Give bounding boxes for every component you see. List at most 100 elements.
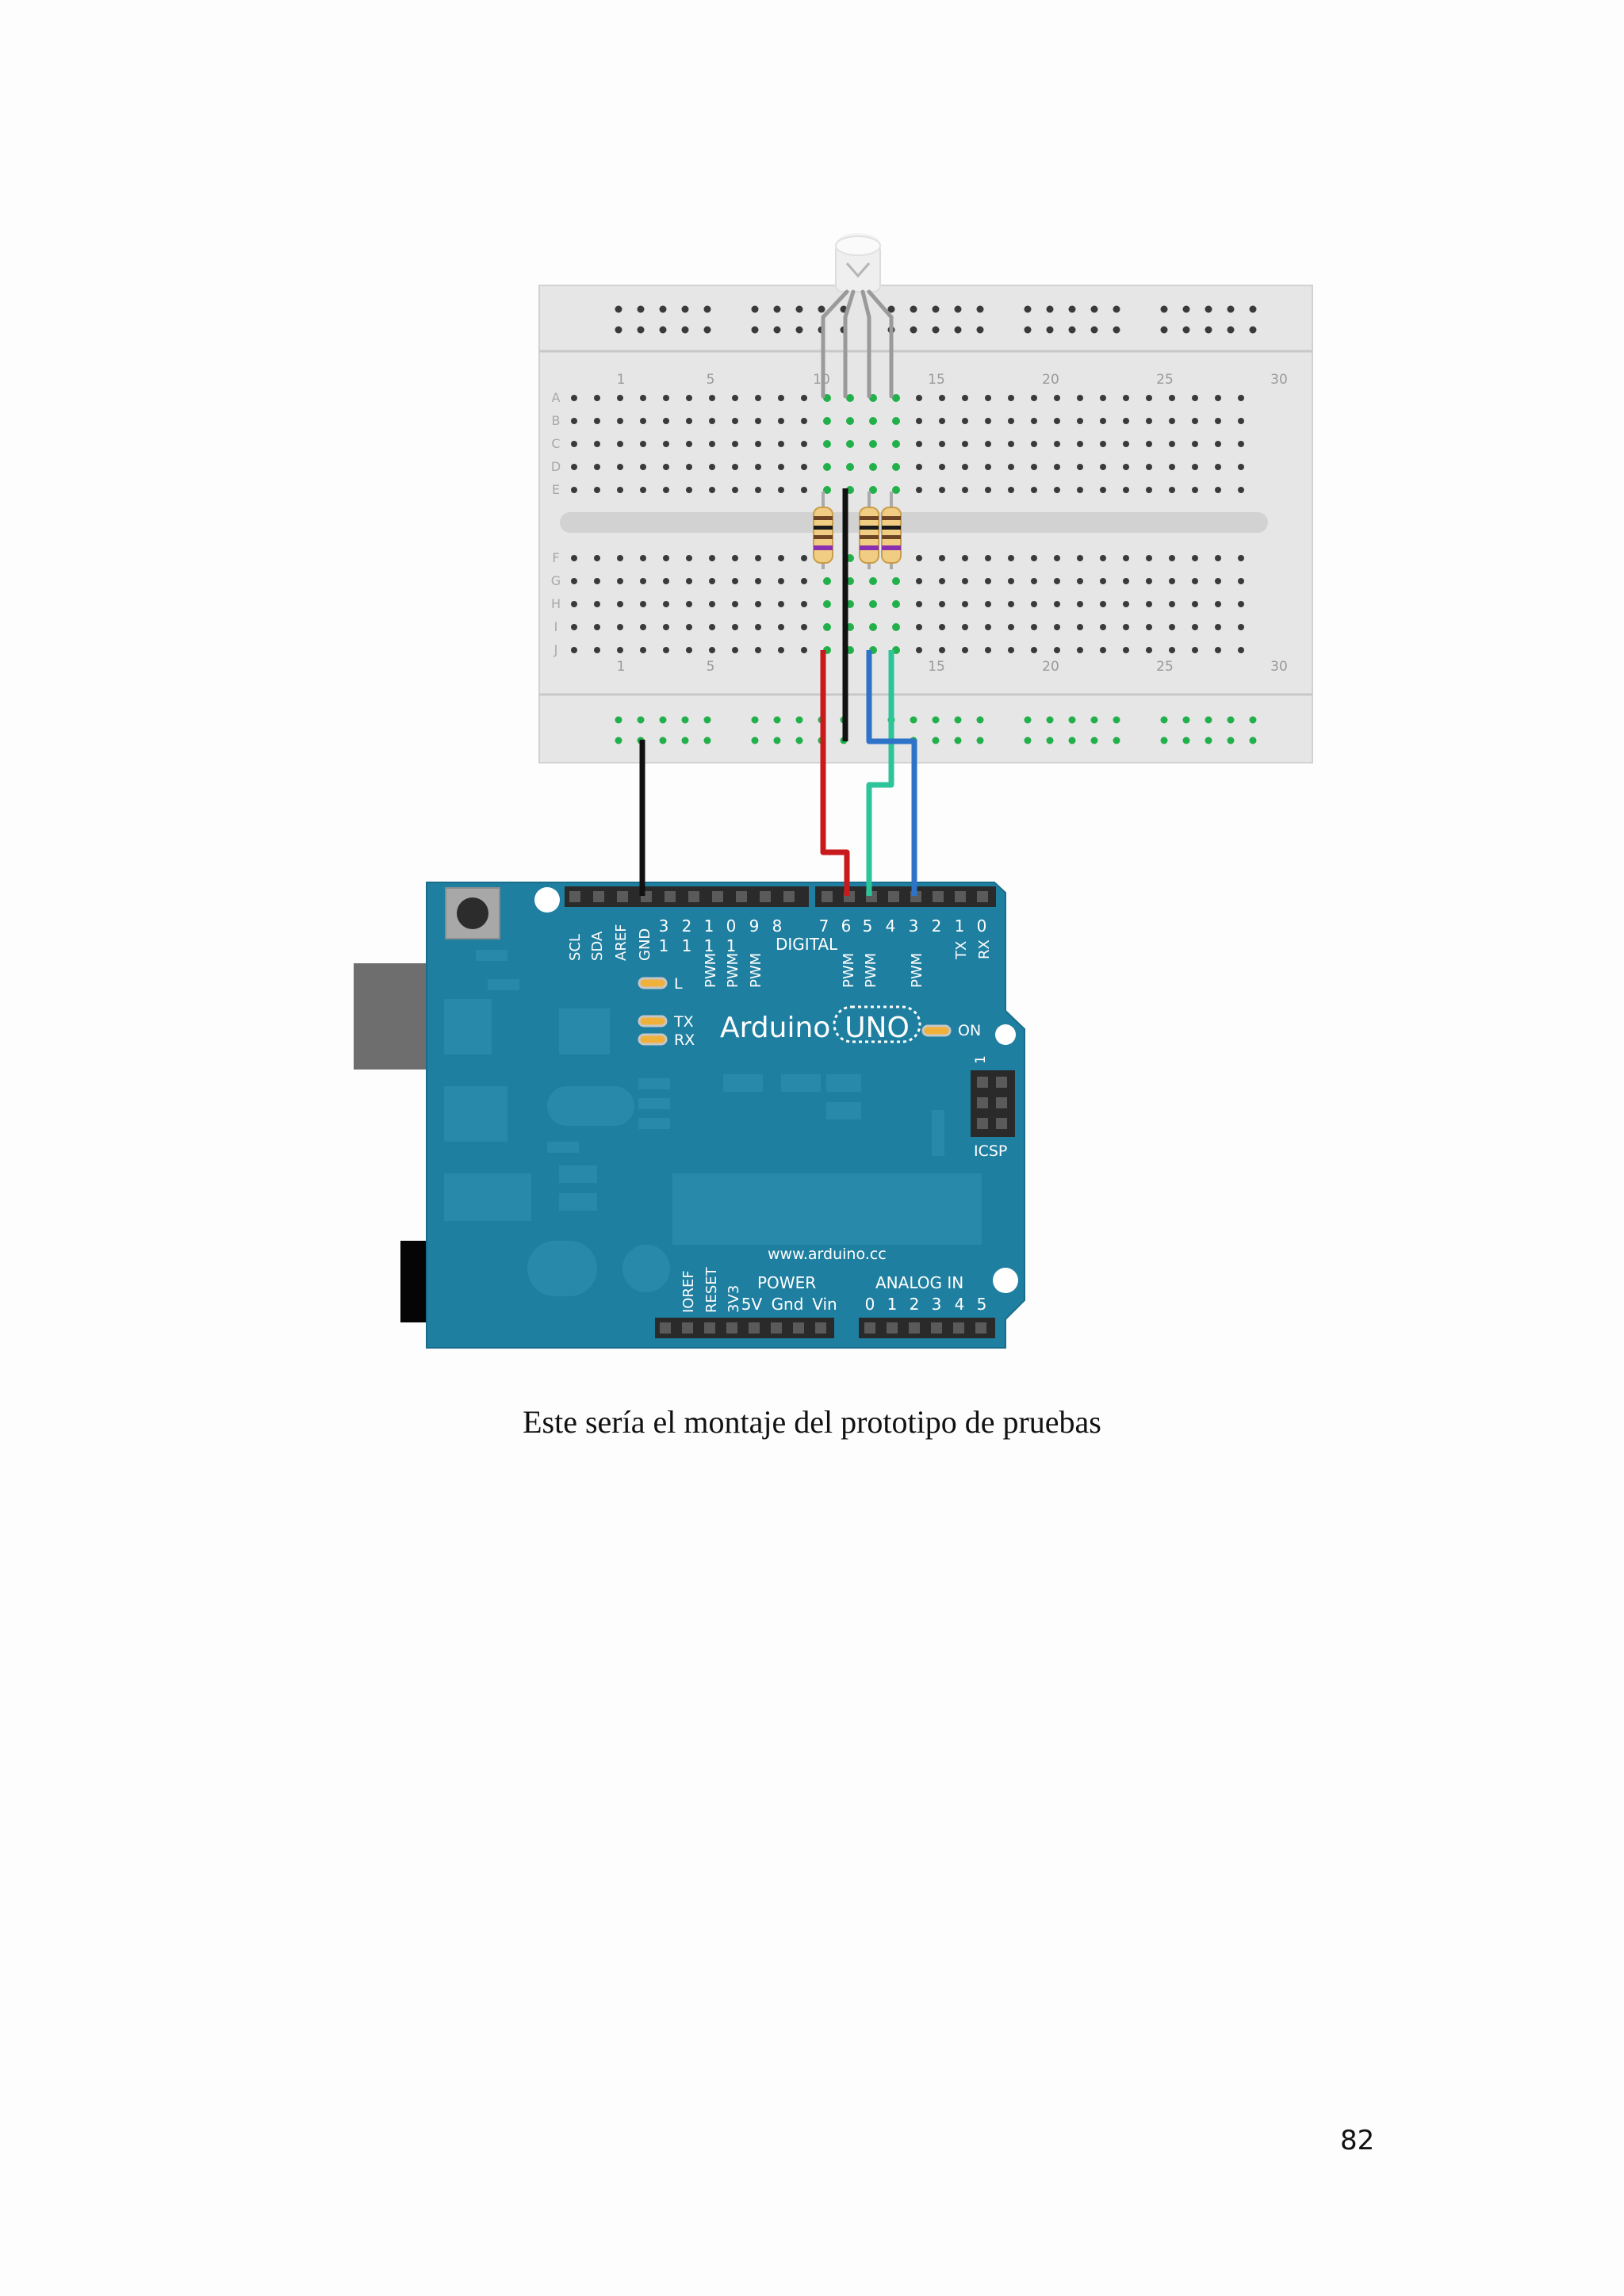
breadboard-hole [962,441,968,447]
breadboard-hole [939,624,945,630]
breadboard-hole [617,624,623,630]
pin-label: SDA [589,931,606,961]
breadboard: 1 5 10 15 20 25 30 1 5 15 20 25 30 A B C… [538,285,1313,763]
breadboard-hole [1077,395,1083,401]
breadboard-hole [594,487,600,493]
resistor [813,492,833,569]
analog-label: ANALOG IN [875,1273,963,1292]
breadboard-hole [686,601,692,607]
digital-pin-number: 5 [863,916,873,936]
breadboard-column-numbers: 1 5 10 15 20 25 30 1 5 15 20 25 30 [617,372,1288,675]
rail-hole [1024,737,1032,744]
breadboard-hole [869,623,877,631]
breadboard-hole [823,440,831,448]
breadboard-hole [686,418,692,424]
breadboard-hole [755,578,761,584]
breadboard-hole [962,624,968,630]
rail-hole [681,716,689,724]
rail-hole [795,716,803,724]
breadboard-hole [686,441,692,447]
rail-hole [1205,716,1212,724]
breadboard-hole [709,555,715,561]
breadboard-hole [686,647,692,653]
breadboard-hole [778,487,784,493]
header-pin [682,1322,693,1334]
breadboard-hole [709,418,715,424]
header-pin [975,1322,986,1334]
analog-pin-label: 3 [932,1295,942,1314]
led-l [638,977,668,989]
digital-pin-number: 7 [819,916,829,936]
breadboard-hole [801,487,807,493]
breadboard-hole [1146,441,1152,447]
breadboard-hole [732,487,738,493]
breadboard-hole [939,555,945,561]
breadboard-hole [1008,441,1014,447]
header-pin [783,891,795,902]
rail-hole [615,716,622,724]
header-pin [704,1322,715,1334]
breadboard-hole [1169,464,1175,470]
page-number: 82 [1340,2125,1375,2156]
header-pin [712,891,723,902]
breadboard-hole [709,464,715,470]
breadboard-hole [594,647,600,653]
breadboard-hole [1031,647,1037,653]
rail-hole [1113,305,1120,313]
rail-hole [976,305,984,313]
breadboard-hole [686,578,692,584]
rail-hole [703,305,711,313]
breadboard-hole [617,487,623,493]
breadboard-hole [1054,555,1060,561]
breadboard-hole [1146,601,1152,607]
header-pin [931,1322,942,1334]
breadboard-hole [869,486,877,494]
breadboard-hole [869,577,877,585]
breadboard-hole [1054,418,1060,424]
rail-hole [615,305,622,313]
rail-hole [887,305,895,313]
rail-hole [659,716,667,724]
breadboard-hole [1215,601,1221,607]
breadboard-hole [1054,601,1060,607]
tx-label: TX [673,1013,694,1031]
breadboard-hole [962,464,968,470]
breadboard-hole [1031,578,1037,584]
rail-hole [1046,716,1054,724]
header-pin [660,1322,671,1334]
breadboard-hole [1100,487,1106,493]
rail-hole [932,716,940,724]
rail-hole [976,716,984,724]
row-letter: G [551,573,561,588]
breadboard-hole [939,647,945,653]
rail-hole [1068,326,1076,334]
led-tx [638,1015,668,1027]
row-letter: D [551,459,561,474]
breadboard-hole [1146,647,1152,653]
rail-hole [1113,326,1120,334]
breadboard-hole [1100,555,1106,561]
breadboard-hole [1077,555,1083,561]
breadboard-hole [985,418,991,424]
rail-hole [1160,326,1168,334]
rail-hole [910,716,917,724]
row-letter: E [552,482,560,497]
breadboard-hole [846,417,854,425]
breadboard-hole [823,600,831,608]
breadboard-hole [1100,395,1106,401]
breadboard-hole [916,395,922,401]
breadboard-hole [1008,464,1014,470]
breadboard-hole [916,418,922,424]
analog-pin-label: 5 [977,1295,987,1314]
breadboard-hole [1192,624,1198,630]
row-letter: B [552,413,561,428]
breadboard-hole [640,647,646,653]
breadboard-hole [892,417,900,425]
breadboard-hole [571,441,577,447]
rail-hole [795,305,803,313]
breadboard-hole [916,647,922,653]
header-pin [864,1322,875,1334]
breadboard-hole [1031,418,1037,424]
breadboard-hole [1215,555,1221,561]
breadboard-hole [939,601,945,607]
